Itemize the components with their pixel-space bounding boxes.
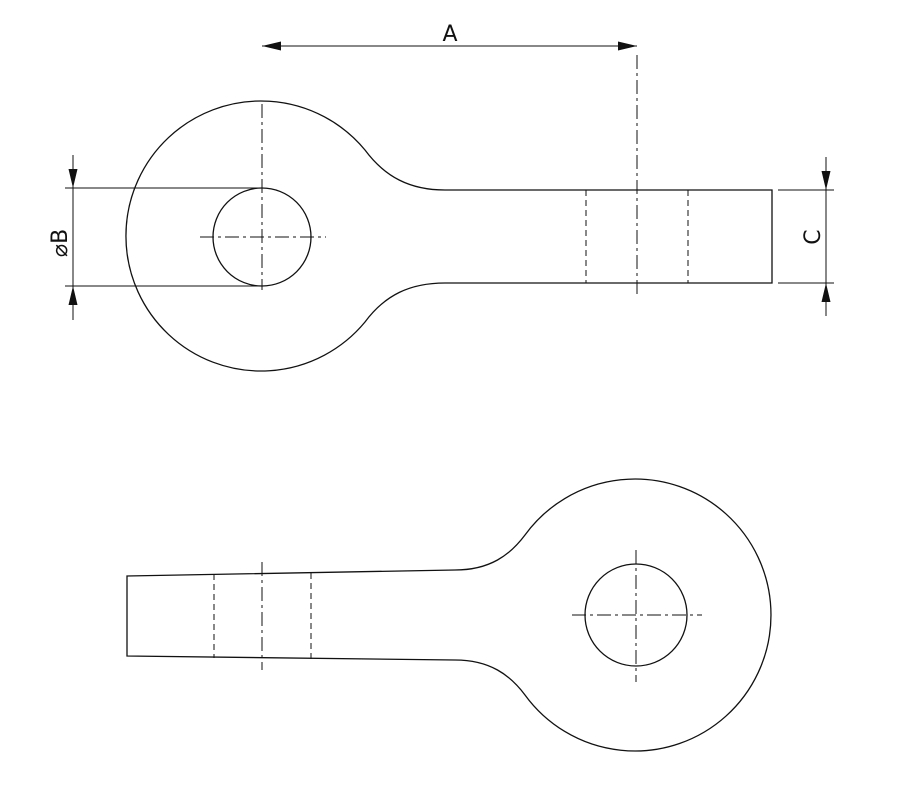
dimension-a: A xyxy=(262,22,637,51)
bottom-view-outline xyxy=(126,478,772,752)
dimension-c-arrow-top xyxy=(821,171,831,190)
top-view-outline xyxy=(125,100,773,372)
dimension-a-label: A xyxy=(442,22,457,47)
dimension-b-arrow-bottom xyxy=(68,286,78,305)
bottom-view xyxy=(126,478,772,752)
dimension-a-arrow-right xyxy=(618,41,637,51)
dimension-b-label: ⌀B xyxy=(48,229,73,257)
dimension-c-arrow-bottom xyxy=(821,283,831,302)
top-view xyxy=(125,55,773,372)
dimension-c-label: C xyxy=(801,229,826,244)
dimension-c: C xyxy=(778,157,834,316)
dimension-b-arrow-top xyxy=(68,169,78,188)
dimension-a-arrow-left xyxy=(262,41,281,51)
dimension-b: ⌀B xyxy=(48,155,262,320)
